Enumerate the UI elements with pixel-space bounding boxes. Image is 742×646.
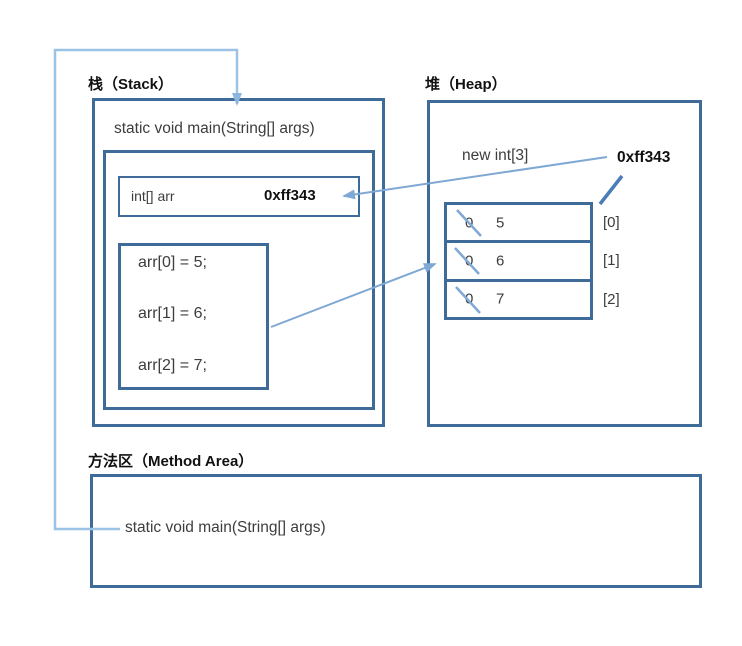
array-cell-new-value: 5 <box>496 214 505 232</box>
code-line: arr[1] = 6; <box>138 305 207 322</box>
heap-address-label: 0xff343 <box>617 149 671 166</box>
array-cell-old-value: 0 <box>465 290 474 308</box>
array-cell-old-value: 0 <box>465 252 474 270</box>
array-cell-new-value: 7 <box>496 290 505 308</box>
array-index-label: [1] <box>603 252 620 269</box>
code-box: arr[0] = 5; arr[1] = 6; arr[2] = 7; <box>118 243 269 390</box>
array-index-label: [0] <box>603 214 620 231</box>
variable-box: int[] arr 0xff343 <box>118 176 360 217</box>
method-entry-text: static void main(String[] args) <box>125 519 326 536</box>
array-cell-new-value: 6 <box>496 252 505 270</box>
heap-region-label: 堆（Heap） <box>425 76 507 93</box>
heap-allocation-label: new int[3] <box>462 147 529 164</box>
stack-frame-title: static void main(String[] args) <box>114 120 315 137</box>
array-index-label: [2] <box>603 291 620 308</box>
array-cell-row: 0 7 <box>447 282 590 317</box>
heap-array-box: 0 5 0 6 0 7 <box>444 202 593 320</box>
variable-name: int[] arr <box>131 188 175 204</box>
array-cell-old-value: 0 <box>465 214 474 232</box>
code-line: arr[0] = 5; <box>138 254 207 271</box>
array-cell-row: 0 5 <box>447 205 590 244</box>
code-line: arr[2] = 7; <box>138 357 207 374</box>
array-cell-row: 0 6 <box>447 243 590 282</box>
method-area-region-label: 方法区（Method Area） <box>88 453 254 470</box>
variable-value: 0xff343 <box>264 187 316 204</box>
stack-region-label: 栈（Stack） <box>88 76 174 93</box>
method-area-box <box>90 474 702 588</box>
